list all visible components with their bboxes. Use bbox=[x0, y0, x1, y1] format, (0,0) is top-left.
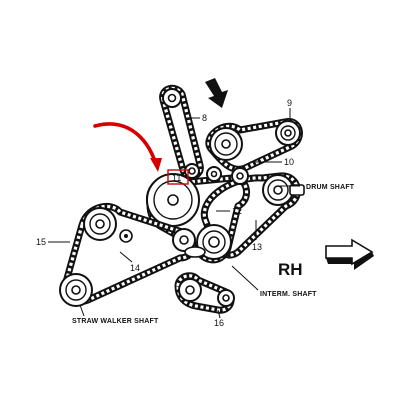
callout-11-highlight-box bbox=[167, 169, 189, 185]
straw-walker-shaft-label: STRAW WALKER SHAFT bbox=[72, 318, 159, 325]
arrow-right-3d-icon bbox=[325, 238, 374, 270]
side-label: RH bbox=[278, 260, 303, 279]
intermediate-shaft-label: INTERM. SHAFT bbox=[260, 291, 317, 298]
highlight-pointer bbox=[93, 122, 162, 172]
callout-14: 14 bbox=[130, 263, 140, 273]
callout-9: 9 bbox=[287, 98, 292, 108]
drum-shaft-label: DRUM SHAFT bbox=[306, 184, 355, 191]
belt-8 bbox=[159, 84, 204, 180]
belt-13 bbox=[200, 172, 305, 259]
callout-13: 13 bbox=[252, 242, 262, 252]
belt-16 bbox=[174, 272, 235, 314]
callout-8: 8 bbox=[202, 113, 207, 123]
callout-12: 12 bbox=[232, 206, 242, 216]
leader-lines bbox=[48, 108, 300, 319]
idler-10 bbox=[206, 166, 249, 185]
belt-9 bbox=[205, 118, 303, 173]
intermediate-shaft-pulleys bbox=[172, 224, 232, 260]
callout-11: 11 bbox=[172, 173, 181, 183]
callout-15: 15 bbox=[36, 237, 46, 247]
arrow-down-icon bbox=[205, 78, 228, 108]
callout-10: 10 bbox=[284, 157, 294, 167]
callout-16: 16 bbox=[214, 318, 224, 328]
